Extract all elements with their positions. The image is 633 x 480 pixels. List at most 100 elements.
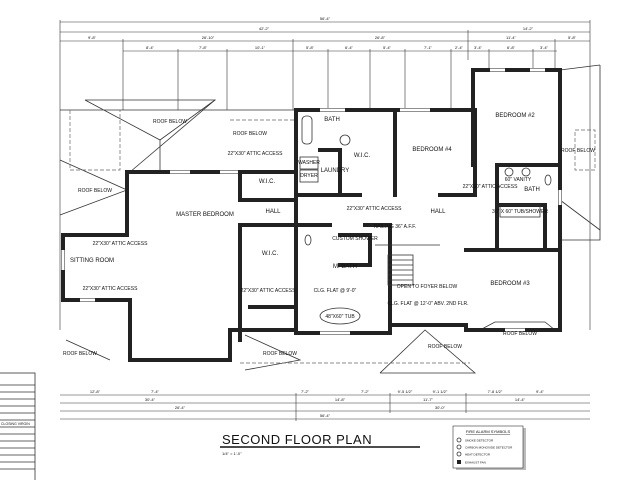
drawing-scale: 1/4" = 1'-0" bbox=[222, 451, 242, 456]
room-wic: W.I.C. bbox=[354, 153, 371, 159]
fixtures bbox=[299, 115, 552, 325]
dim-label: 2'-4" bbox=[455, 45, 464, 50]
dim-label: 6'-4" bbox=[345, 45, 354, 50]
washer-label: WASHER bbox=[298, 160, 320, 166]
dim-label: 26'-10" bbox=[202, 35, 215, 40]
dim-label: 7'-2" bbox=[361, 389, 370, 394]
tub-icon bbox=[319, 307, 361, 325]
room-bath: BATH bbox=[324, 117, 340, 123]
washer-icon bbox=[299, 156, 319, 170]
open-to-foyer-label: OPEN TO FOYER BELOW bbox=[397, 284, 458, 290]
dim-label: 10'-1" bbox=[255, 45, 266, 50]
attic-access-label: 22"X30" ATTIC ACCESS bbox=[241, 288, 297, 294]
dim-label: 11'-7" bbox=[423, 397, 433, 402]
toilet-icon bbox=[544, 174, 552, 186]
dim-label: 5'-8" bbox=[568, 35, 577, 40]
dim-label: 8'-4" bbox=[146, 45, 155, 50]
room-bedroom-4: BEDROOM #4 bbox=[412, 147, 452, 153]
legend-item-label: SMOKE DETECTOR bbox=[465, 439, 494, 443]
room-bath: BATH bbox=[524, 187, 540, 193]
roof-below-label: ROOF BELOW bbox=[233, 131, 267, 137]
dryer-icon bbox=[299, 169, 319, 183]
heat-detector-icon bbox=[456, 451, 462, 457]
dim-label: 7'-8" bbox=[199, 45, 208, 50]
room-wic: W.I.C. bbox=[259, 179, 276, 185]
dim-label: 42'-2" bbox=[259, 26, 270, 31]
dim-label: 9'-1 1/2" bbox=[433, 389, 448, 394]
roof-below-label: ROOF BELOW bbox=[153, 119, 187, 125]
legend-item-label: HEAT DETECTOR bbox=[465, 453, 491, 457]
roof-below-label: ROOF BELOW bbox=[78, 188, 112, 194]
tub-label: 48"X60" TUB bbox=[325, 314, 355, 320]
roof-below-label: ROOF BELOW bbox=[263, 351, 297, 357]
dim-label: 26'-4" bbox=[175, 405, 186, 410]
dim-label: 30'-0" bbox=[435, 405, 446, 410]
room-wic: W.I.C. bbox=[262, 251, 279, 257]
dim-label: 7'-2" bbox=[301, 389, 310, 394]
dim-overall-bottom: 56'-4" bbox=[320, 413, 331, 418]
tub-shower-icon bbox=[301, 115, 313, 145]
side-table-label: CLOSING VIRGIN bbox=[1, 422, 30, 426]
room-bedroom-2: BEDROOM #2 bbox=[495, 113, 535, 119]
smoke-detector-icon bbox=[456, 437, 462, 443]
custom-shower-label: CUSTOM SHOWER bbox=[332, 236, 378, 242]
dim-label: 14'-2" bbox=[523, 26, 534, 31]
legend-item-label: EXHAUST FAN bbox=[465, 461, 486, 465]
dim-label: 3'-4" bbox=[474, 45, 483, 50]
toilet-icon bbox=[304, 234, 312, 246]
attic-access-label: 22"X30" ATTIC ACCESS bbox=[347, 206, 403, 212]
vanity-label: 60" VANITY bbox=[505, 177, 532, 183]
dim-label: 30'-4" bbox=[145, 397, 156, 402]
roof-below-label: ROOF BELOW bbox=[561, 148, 595, 154]
drawing-title: SECOND FLOOR PLAN bbox=[222, 432, 372, 447]
dim-label: 3'-4" bbox=[540, 45, 549, 50]
clg-flat-12-label: CLG. FLAT @ 12'-0" ABV. 2ND FLR. bbox=[387, 301, 468, 307]
roof-below-label: ROOF BELOW bbox=[428, 344, 462, 350]
dim-label: 5'-8" bbox=[306, 45, 315, 50]
room-hall: HALL bbox=[430, 209, 446, 215]
room-m-bath: M. BATH bbox=[333, 264, 357, 270]
sink-icon bbox=[521, 167, 531, 177]
room-laundry: LAUNDRY bbox=[321, 168, 350, 174]
sink-icon bbox=[339, 134, 351, 146]
tub-shower-icon bbox=[499, 204, 541, 218]
side-schedule-table: CLOSING VIRGIN bbox=[0, 372, 36, 480]
attic-access-label: 22"X30" ATTIC ACCESS bbox=[228, 151, 284, 157]
dim-label: 11'-4" bbox=[506, 35, 516, 40]
legend-item-label: CARBON MONOXIDE DETECTOR bbox=[465, 446, 513, 450]
dim-label: 9'-4" bbox=[536, 389, 545, 394]
dim-overall-top: 56'-4" bbox=[320, 16, 331, 21]
title-block: SECOND FLOOR PLAN 1/4" = 1'-0" bbox=[220, 432, 420, 456]
tub-shower-label: 30" X 60" TUB/SHOWER bbox=[492, 209, 548, 215]
dim-label: 9'-5 1/2" bbox=[398, 389, 413, 394]
dim-label: 7'-4" bbox=[151, 389, 160, 394]
room-bedroom-3: BEDROOM #3 bbox=[490, 281, 530, 287]
room-labels: MASTER BEDROOM SITTING ROOM W.I.C. W.I.C… bbox=[63, 113, 595, 357]
room-hall: HALL bbox=[265, 209, 281, 215]
bottom-dimensions: 12'-8" 7'-4" 7'-2" 7'-2" 9'-5 1/2" 9'-1 … bbox=[60, 389, 590, 421]
attic-access-label: 22"X30" ATTIC ACCESS bbox=[463, 184, 519, 190]
dryer-label: DRYER bbox=[300, 173, 318, 179]
attic-access-label: 22"X30" ATTIC ACCESS bbox=[83, 286, 139, 292]
dim-label: 6'-8" bbox=[507, 45, 516, 50]
dim-label: 7'-1" bbox=[424, 45, 433, 50]
dim-label: 9'-8" bbox=[88, 35, 97, 40]
dim-label: 5'-4" bbox=[383, 45, 392, 50]
dim-label: 7'-8 1/2" bbox=[488, 389, 503, 394]
dim-label: 12'-8" bbox=[90, 389, 101, 394]
stairs bbox=[375, 244, 440, 286]
room-master-bedroom: MASTER BEDROOM bbox=[176, 212, 234, 218]
walls bbox=[61, 68, 562, 362]
dim-label: 26'-8" bbox=[375, 35, 386, 40]
fire-alarm-legend: FIRE ALARM SYMBOLS SMOKE DETECTOR CARBON… bbox=[452, 425, 526, 470]
railing-label: RAILING 36" A.F.F. bbox=[374, 224, 416, 230]
roof-below-label: ROOF BELOW bbox=[503, 331, 537, 337]
room-sitting-room: SITTING ROOM bbox=[70, 258, 114, 264]
exhaust-fan-icon bbox=[457, 460, 461, 464]
attic-access-label: 22"X30" ATTIC ACCESS bbox=[93, 241, 149, 247]
dim-label: 14'-8" bbox=[335, 397, 346, 402]
roof-below-label: ROOF BELOW bbox=[63, 351, 97, 357]
carbon-monoxide-detector-icon bbox=[456, 444, 462, 450]
legend-title: FIRE ALARM SYMBOLS bbox=[466, 429, 511, 434]
